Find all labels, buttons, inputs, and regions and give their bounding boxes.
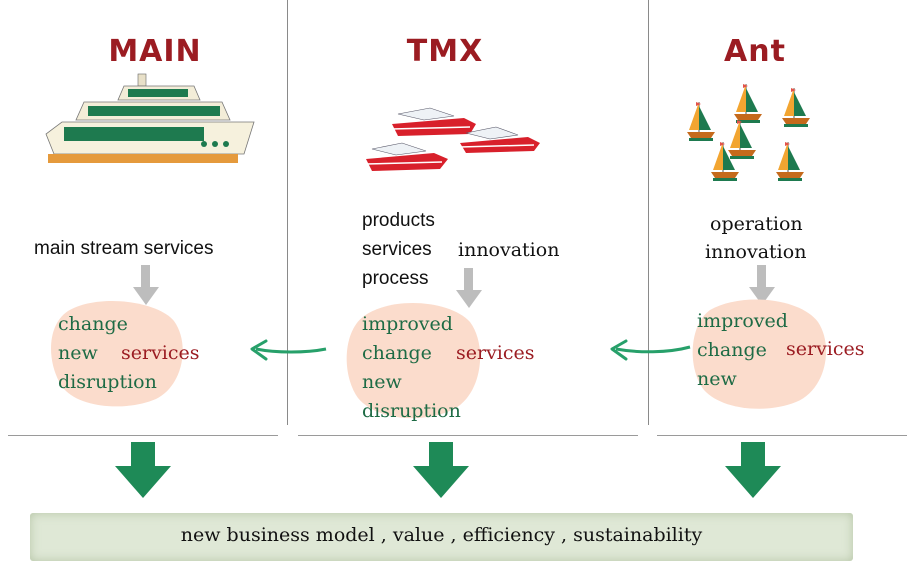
tmx-input-process: process: [362, 268, 429, 289]
green-down-arrow-ant: [725, 442, 781, 498]
grey-down-arrow-main: [133, 265, 159, 305]
ant-outcome-change: change: [697, 339, 767, 361]
tmx-input-services: services: [362, 239, 432, 260]
ant-outcome-improved: improved: [697, 310, 788, 332]
ant-services-label: services: [786, 338, 865, 360]
tmx-input-products: products: [362, 210, 435, 231]
column-title-main: MAIN: [108, 34, 202, 69]
main-input-text: main stream services: [34, 238, 214, 259]
sailboat-icon: [686, 83, 811, 182]
column-divider-left: [287, 0, 288, 425]
ant-outcome-new: new: [697, 368, 737, 390]
outcome-blob-tmx: [346, 303, 481, 419]
outcome-blob-main: [51, 300, 183, 407]
tmx-outcome-change: change: [362, 342, 432, 364]
ant-input-operation: operation: [710, 213, 803, 235]
main-outcome-new: new: [58, 342, 98, 364]
summary-banner-text: new business model , value , efficiency …: [180, 524, 703, 546]
tmx-services-label: services: [456, 342, 535, 364]
column-title-tmx: TMX: [406, 34, 484, 69]
tmx-input-innovation: innovation: [458, 239, 560, 261]
speedboat-icon: [365, 107, 540, 171]
section-divider-1: [8, 435, 278, 436]
column-title-ant: Ant: [724, 34, 786, 69]
section-divider-3: [657, 435, 907, 436]
column-divider-right: [648, 0, 649, 425]
section-divider-2: [298, 435, 638, 436]
main-outcome-change: change: [58, 313, 128, 335]
main-services-label: services: [121, 342, 200, 364]
grey-down-arrow-ant: [749, 265, 775, 305]
main-outcome-disruption: disruption: [58, 371, 157, 393]
grey-down-arrow-tmx: [456, 268, 482, 308]
left-arrow-ant-to-tmx: [610, 339, 691, 361]
green-down-arrow-tmx: [413, 442, 469, 498]
summary-banner: new business model , value , efficiency …: [30, 513, 853, 561]
tmx-outcome-improved: improved: [362, 313, 453, 335]
left-arrow-tmx-to-main: [250, 339, 327, 361]
tmx-outcome-new: new: [362, 371, 402, 393]
green-down-arrow-main: [115, 442, 171, 498]
outcome-blob-ant: [692, 299, 827, 409]
cruise-ship-icon: [45, 73, 255, 163]
tmx-outcome-disruption: disruption: [362, 400, 461, 422]
ant-input-innovation: innovation: [705, 241, 807, 263]
